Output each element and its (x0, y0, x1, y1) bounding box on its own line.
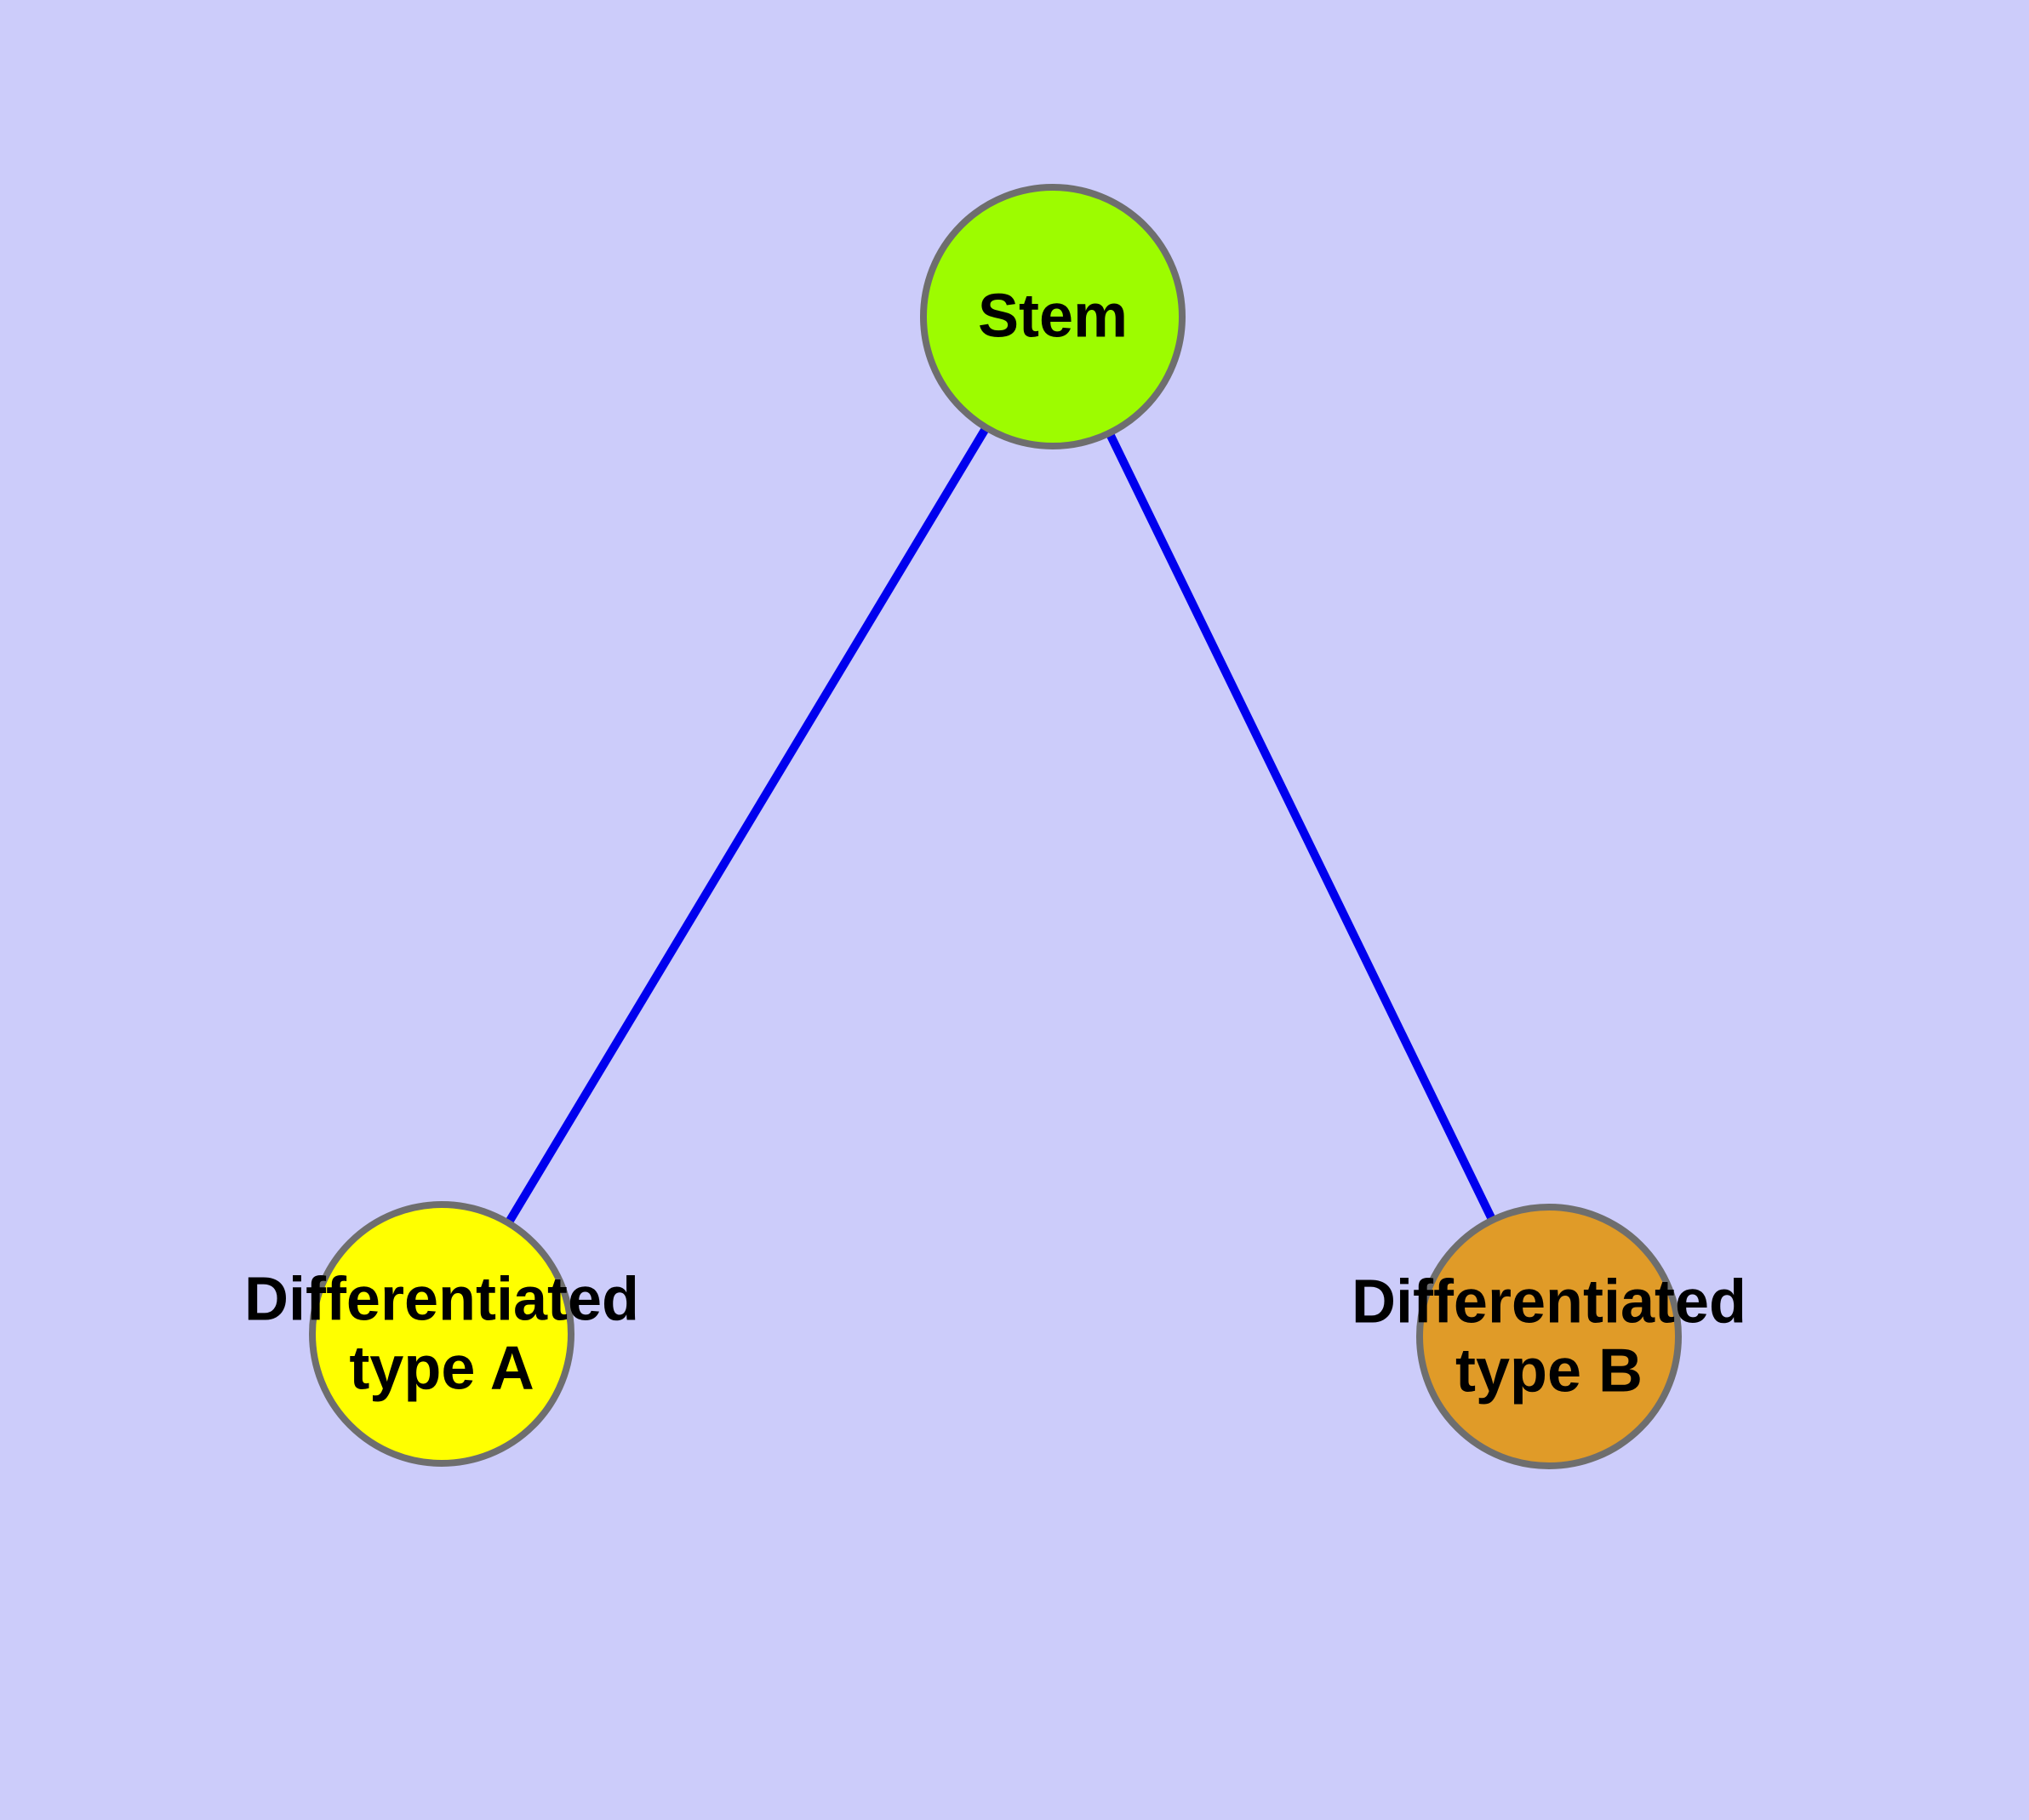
edge-stem-to-diff-a[interactable] (437, 314, 1057, 1336)
node-layer (309, 184, 1682, 1469)
node-stem[interactable] (920, 184, 1186, 449)
node-differentiated-type-a[interactable] (309, 1201, 574, 1467)
edge-stem-to-diff-b[interactable] (1049, 314, 1553, 1339)
node-differentiated-type-b[interactable] (1416, 1204, 1682, 1469)
edge-layer (437, 314, 1553, 1339)
